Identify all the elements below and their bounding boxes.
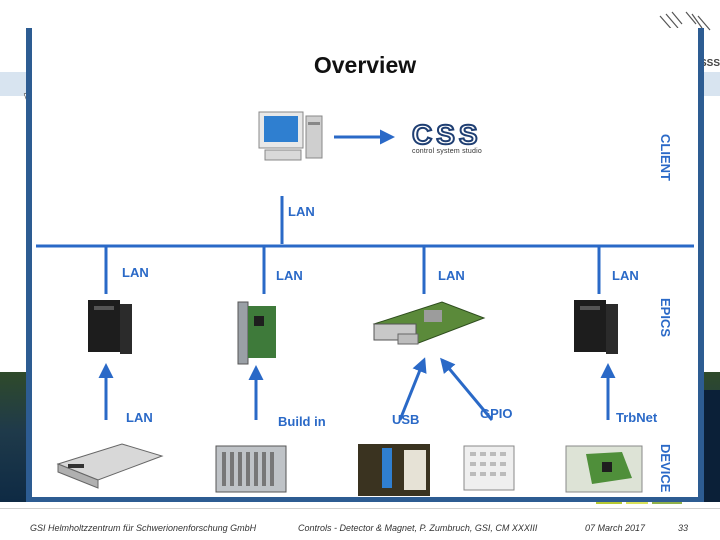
bus-lan-label-3: LAN [438,268,465,283]
footer-institution: GSI Helmholtzzentrum für Schwerionenfors… [30,523,257,533]
footer-talk: Controls - Detector & Magnet, P. Zumbruc… [298,523,538,533]
layer-label-client: CLIENT [658,134,673,181]
bus-lan-label-1: LAN [122,265,149,280]
layer-label-epics: EPICS [658,298,673,338]
bus-drops [104,246,601,294]
layer-label-device: DEVICE [658,444,673,493]
slide-footer: GSI Helmholtzzentrum für Schwerionenfors… [0,508,720,540]
breadboard-icon [358,444,430,496]
diagram-canvas [36,111,694,496]
css-logo: CSS [412,122,482,151]
overview-window: Overview [26,28,704,502]
raspberry-pi-icon [372,301,486,345]
device-link-trbnet: TrbNet [616,410,658,425]
device-link-lan: LAN [126,410,153,425]
device-arrows [98,357,616,421]
footer-page-number: 33 [678,523,689,533]
device-link-build-in: Build in [278,414,326,429]
overview-diagram: CSS control system studio LAN LAN LAN LA… [32,92,698,497]
workstation-icon [258,111,323,161]
slide-background-edge [700,390,720,502]
bus-lan-label-4: LAN [612,268,639,283]
server-tower-icon [88,300,132,354]
overview-title: Overview [313,52,417,78]
footer-date: 07 March 2017 [585,523,646,533]
css-subtitle: control system studio [412,148,482,155]
vme-board-icon [237,301,276,365]
trb-board-icon [565,445,643,493]
bus-lan-label-2: LAN [276,268,303,283]
svg-text:SSS: SSS [700,58,720,69]
power-supply-icon [56,443,164,489]
svg-text:CSS: CSS [412,122,482,150]
client-lan-label: LAN [288,204,315,219]
device-link-usb: USB [392,412,420,427]
overview-header: Overview [32,28,698,92]
sensor-icon [463,445,515,491]
server-tower-icon [574,300,618,354]
crate-icon [215,445,287,493]
device-link-gpio: GPIO [480,406,513,421]
